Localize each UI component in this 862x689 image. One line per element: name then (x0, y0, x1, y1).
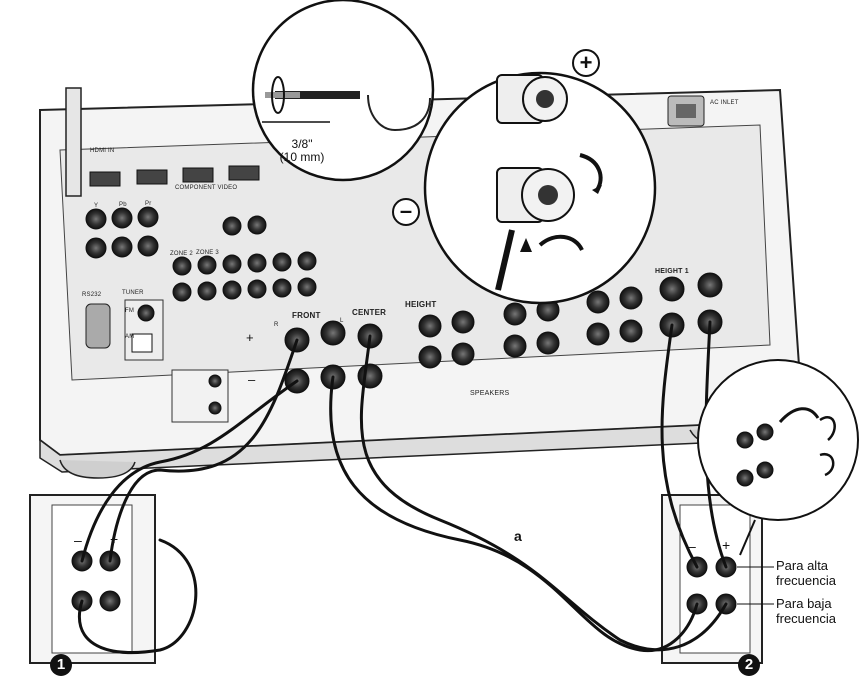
label-rs232: RS232 (82, 292, 102, 298)
label-r: R (274, 322, 279, 328)
speaker1-minus: – (74, 532, 82, 548)
strip-length-imperial: 3/8" (291, 137, 313, 151)
receiver-body (39, 88, 813, 479)
label-tuner: TUNER (122, 290, 144, 296)
negative-sign: – (392, 198, 420, 226)
label-front: FRONT (292, 311, 321, 320)
speaker-wires (77, 320, 728, 655)
label-l: L (340, 318, 344, 324)
label-pb: Pb (119, 202, 127, 208)
speaker1-plus: + (110, 531, 119, 547)
marker-2: 2 (738, 654, 760, 676)
speaker2-plus: + (722, 537, 731, 553)
label-hdmi-in: HDMI IN (90, 148, 115, 154)
receiver-minus: – (248, 372, 256, 387)
speaker2-minus: – (688, 538, 696, 554)
marker-1: 1 (50, 654, 72, 676)
label-zone2: ZONE 2 (170, 251, 193, 257)
label-y: Y (94, 203, 99, 209)
label-fm: FM (125, 308, 135, 314)
rca-jacks (85, 206, 317, 302)
positive-sign: + (572, 49, 600, 77)
label-speakers: SPEAKERS (470, 390, 510, 397)
label-ac-inlet: AC INLET (710, 100, 739, 106)
receiver-plus: + (246, 330, 254, 345)
strip-length-metric: (10 mm) (279, 150, 325, 164)
ac-inlet (667, 95, 705, 127)
terminal-magnifier (423, 71, 657, 305)
callout-high-frequency: Para alta frecuencia (776, 558, 836, 588)
wire-strip-magnifier (251, 0, 435, 182)
label-zone3: ZONE 3 (196, 250, 219, 256)
callout-low-frequency: Para baja frecuencia (776, 596, 836, 626)
hdmi-ports (89, 165, 260, 187)
label-center: CENTER (352, 308, 387, 317)
hook-inset (697, 359, 859, 556)
label-component-video: COMPONENT VIDEO (175, 185, 238, 191)
rs232-tuner-block (85, 299, 229, 423)
wire-label-a: a (514, 528, 522, 544)
antenna (65, 87, 82, 197)
speaker-left (29, 494, 156, 664)
label-height: HEIGHT (405, 300, 437, 309)
label-pr: Pr (145, 201, 152, 207)
label-height1: HEIGHT 1 (655, 268, 689, 275)
label-am: AM (125, 334, 135, 340)
